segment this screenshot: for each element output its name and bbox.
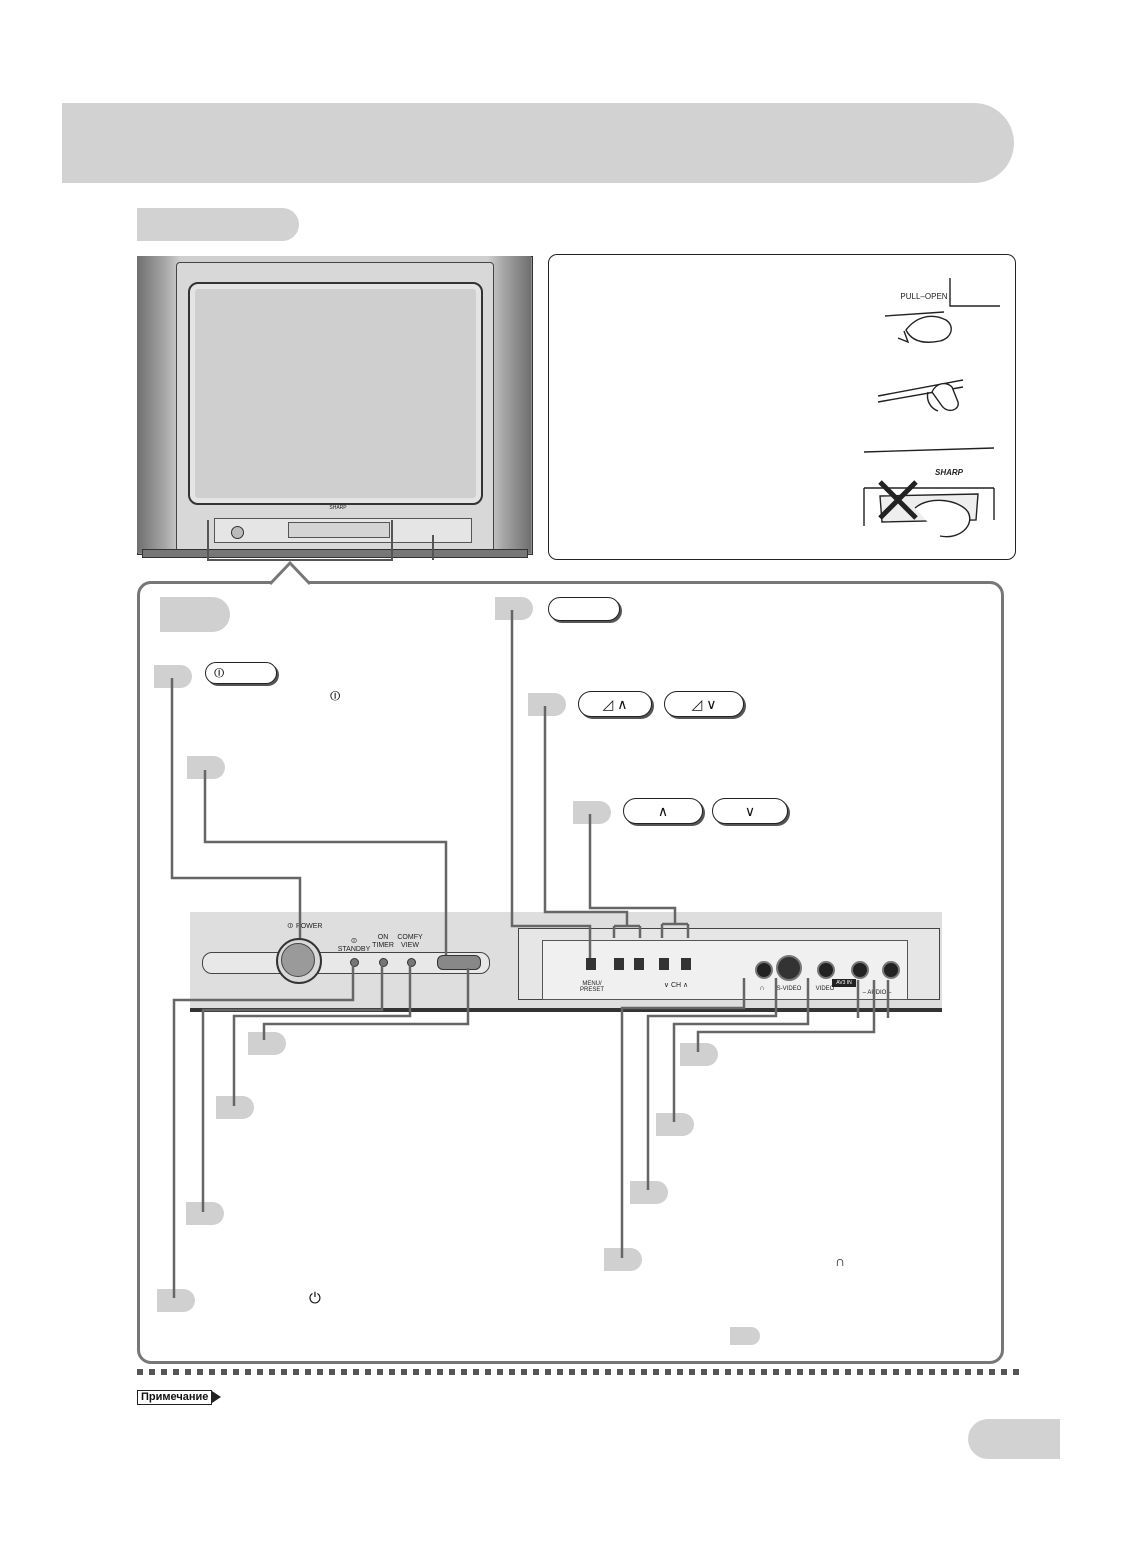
power-key: ⏼ (205, 662, 277, 684)
audio-r-jack[interactable] (882, 961, 900, 979)
menu-key (548, 597, 620, 621)
tv-logo: SHARP (329, 505, 347, 511)
callout-tag-main (160, 597, 230, 632)
sharp-brand-label: SHARP (934, 468, 963, 477)
ch-up-button[interactable] (681, 958, 691, 970)
vol-down-button[interactable] (614, 958, 624, 970)
channel-down-key: ∨ (712, 798, 788, 824)
channel-up-key: ∧ (623, 798, 703, 824)
menu-button[interactable] (586, 958, 596, 970)
headphone-jack[interactable] (755, 961, 773, 979)
standby-symbol-inline: ⏻ (309, 1290, 321, 1307)
power-label: POWER (296, 923, 323, 930)
power-key-icon: ⏼ (214, 665, 225, 680)
callout-tag-volume (528, 693, 566, 716)
ch-down-button[interactable] (659, 958, 669, 970)
on-timer-led (379, 958, 388, 967)
callout-tag-timer (186, 1202, 224, 1225)
callout-tag-menu (495, 597, 533, 620)
dotted-separator (137, 1369, 1021, 1375)
timer-label: TIMER (372, 942, 394, 949)
pull-open-label: PULL–OPEN (900, 292, 948, 301)
callout-tag-comfy (216, 1096, 254, 1119)
note-label: Примечание (137, 1389, 222, 1405)
door-open-drawing-1 (884, 278, 1000, 344)
callout-tag-sensor (248, 1032, 286, 1055)
door-warning-drawing (863, 447, 995, 538)
volume-up-key: ◿ ∧ (578, 691, 652, 717)
volume-down-key: ◿ ∨ (664, 691, 744, 717)
comfy-view-led (407, 958, 416, 967)
comfy-label: COMFY (397, 934, 423, 941)
standby-led (350, 958, 359, 967)
page-number-pill (968, 1419, 1060, 1459)
callout-tag-svideo (630, 1181, 668, 1204)
callout-tag-ref (730, 1327, 760, 1345)
callout-tag-power (154, 665, 192, 688)
callout-tag-video (656, 1113, 694, 1136)
callout-tag-indicator (187, 756, 225, 779)
callout-tag-headphone (604, 1248, 642, 1271)
door-open-drawing-2 (877, 379, 964, 412)
tv-screen (188, 282, 483, 505)
vol-up-button[interactable] (634, 958, 644, 970)
remote-sensor (437, 955, 481, 970)
on-label: ON (377, 934, 389, 941)
section-tab (137, 208, 299, 241)
callout-tag-audio (680, 1043, 718, 1066)
ch-label: ∨ CH ∧ (663, 982, 689, 989)
callout-tag-channel (573, 801, 611, 824)
audio-l-jack[interactable] (851, 961, 869, 979)
power-symbol-inline: ⏼ (330, 688, 341, 703)
svideo-jack[interactable] (776, 955, 802, 981)
headphone-symbol-inline: ∩ (835, 1253, 846, 1269)
standby-label: STANDBY (337, 946, 371, 953)
video-jack[interactable] (817, 961, 835, 979)
header-banner (62, 103, 1014, 183)
view-label: VIEW (401, 942, 419, 949)
callout-tag-standby (157, 1289, 195, 1312)
